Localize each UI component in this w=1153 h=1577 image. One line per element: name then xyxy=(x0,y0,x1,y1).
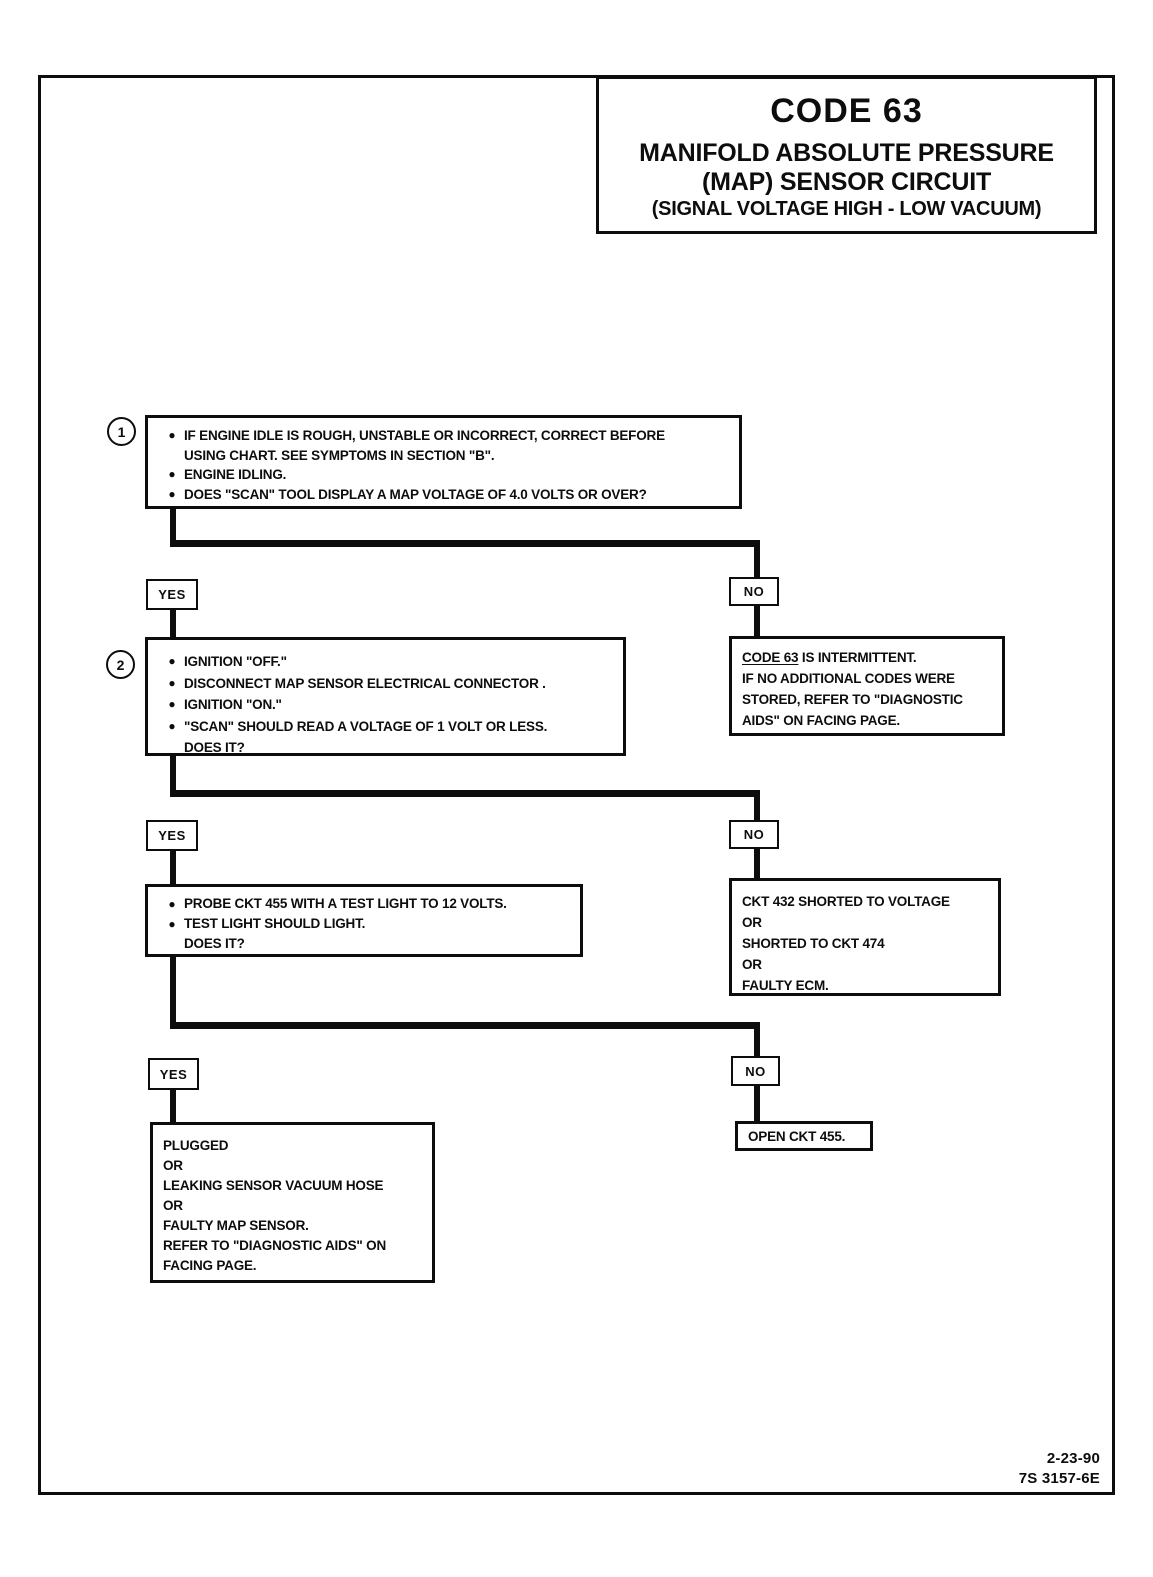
flow-connector xyxy=(754,1086,760,1121)
yes-label-2: YES xyxy=(146,820,198,851)
step-2-badge: 2 xyxy=(106,650,135,679)
yes-text: YES xyxy=(159,1066,188,1082)
instruction-line: PROBE CKT 455 WITH A TEST LIGHT TO 12 VO… xyxy=(184,896,507,911)
instruction-line: DISCONNECT MAP SENSOR ELECTRICAL CONNECT… xyxy=(184,675,546,691)
instruction-line: "SCAN" SHOULD READ A VOLTAGE OF 1 VOLT O… xyxy=(184,718,548,756)
title-block: CODE 63 MANIFOLD ABSOLUTE PRESSURE (MAP)… xyxy=(596,76,1097,234)
step-3-instructions-box: ● PROBE CKT 455 WITH A TEST LIGHT TO 12 … xyxy=(145,884,583,957)
page-border xyxy=(38,75,1115,1495)
page-footer: 2-23-90 7S 3157-6E xyxy=(850,1449,1100,1489)
yes-label-3: YES xyxy=(148,1058,199,1090)
result-line: REFER TO "DIAGNOSTIC AIDS" ON xyxy=(163,1238,387,1253)
instruction-row: ● IGNITION "ON." xyxy=(160,694,617,716)
instruction-row: ● PROBE CKT 455 WITH A TEST LIGHT TO 12 … xyxy=(160,894,574,914)
yes-text: YES xyxy=(158,828,186,843)
no-label-3: NO xyxy=(731,1056,780,1086)
footer-doc-number: 7S 3157-6E xyxy=(1018,1470,1100,1487)
bullet-icon: ● xyxy=(168,675,176,690)
instruction-row: ● IF ENGINE IDLE IS ROUGH, UNSTABLE OR I… xyxy=(160,426,733,465)
result-shorted-box: CKT 432 SHORTED TO VOLTAGE OR SHORTED TO… xyxy=(729,878,1001,996)
bullet-icon: ● xyxy=(168,697,176,711)
title-subtitle-1: MANIFOLD ABSOLUTE PRESSURE xyxy=(639,139,1054,167)
bullet-icon: ● xyxy=(168,486,176,501)
instruction-line: IGNITION "ON." xyxy=(184,697,282,712)
no-text: NO xyxy=(745,1063,766,1079)
bullet-icon: ● xyxy=(168,654,176,668)
no-text: NO xyxy=(743,584,765,599)
result-line: OR xyxy=(742,957,762,972)
flow-connector xyxy=(170,1022,760,1029)
instruction-row: ● IGNITION "OFF." xyxy=(160,651,617,673)
step-1-instructions-box: ● IF ENGINE IDLE IS ROUGH, UNSTABLE OR I… xyxy=(145,415,742,509)
flow-connector xyxy=(170,790,760,797)
flow-connector xyxy=(170,755,176,797)
instruction-row: ● "SCAN" SHOULD READ A VOLTAGE OF 1 VOLT… xyxy=(160,716,617,759)
step-2-instructions-box: ● IGNITION "OFF." ● DISCONNECT MAP SENSO… xyxy=(145,637,626,756)
result-plugged-box: PLUGGED OR LEAKING SENSOR VACUUM HOSE OR… xyxy=(150,1122,435,1283)
no-text: NO xyxy=(743,827,765,842)
instruction-row: ● DOES "SCAN" TOOL DISPLAY A MAP VOLTAGE… xyxy=(160,485,733,505)
result-line: CODE 63 IS INTERMITTENT. xyxy=(742,647,996,668)
no-label-2: NO xyxy=(729,820,779,849)
instruction-line: TEST LIGHT SHOULD LIGHT. DOES IT? xyxy=(184,916,366,951)
instruction-row: ● ENGINE IDLING. xyxy=(160,465,733,485)
footer-date: 2-23-90 xyxy=(1046,1450,1100,1467)
bullet-icon: ● xyxy=(168,897,176,911)
step-1-number: 1 xyxy=(117,423,126,440)
flow-connector xyxy=(170,956,176,1029)
result-line: FAULTY ECM. xyxy=(742,978,829,993)
bullet-icon: ● xyxy=(168,917,176,931)
result-line: OR xyxy=(742,915,762,930)
result-intermittent-box: CODE 63 IS INTERMITTENT. IF NO ADDITIONA… xyxy=(729,636,1005,736)
flow-connector xyxy=(170,851,176,884)
yes-label-1: YES xyxy=(146,579,198,610)
result-line: AIDS" ON FACING PAGE. xyxy=(742,713,900,728)
yes-text: YES xyxy=(158,587,186,602)
flow-connector xyxy=(754,1022,760,1058)
result-text: IS INTERMITTENT. xyxy=(798,650,917,665)
flow-connector xyxy=(754,790,760,822)
instruction-row: ● TEST LIGHT SHOULD LIGHT. DOES IT? xyxy=(160,914,574,954)
instruction-line: ENGINE IDLING. xyxy=(184,467,287,482)
instruction-line: IF ENGINE IDLE IS ROUGH, UNSTABLE OR INC… xyxy=(184,428,665,463)
flow-connector xyxy=(170,540,760,547)
no-label-1: NO xyxy=(729,577,779,606)
bullet-icon: ● xyxy=(168,467,176,481)
result-text: OPEN CKT 455. xyxy=(748,1128,846,1144)
result-line: CKT 432 SHORTED TO VOLTAGE xyxy=(742,894,950,909)
result-line: FAULTY MAP SENSOR. xyxy=(163,1218,309,1233)
code-reference: CODE 63 xyxy=(742,650,799,665)
result-open-circuit-box: OPEN CKT 455. xyxy=(735,1121,873,1151)
result-line: SHORTED TO CKT 474 xyxy=(742,936,885,951)
result-line: OR xyxy=(163,1198,183,1213)
result-line: PLUGGED xyxy=(163,1138,229,1153)
result-line: OR xyxy=(163,1158,183,1173)
flow-connector xyxy=(754,849,760,879)
step-1-badge: 1 xyxy=(107,417,136,446)
result-line: IF NO ADDITIONAL CODES WERE xyxy=(742,671,955,686)
instruction-line: IGNITION "OFF." xyxy=(184,654,287,669)
instruction-row: ● DISCONNECT MAP SENSOR ELECTRICAL CONNE… xyxy=(160,673,617,695)
bullet-icon: ● xyxy=(168,428,176,442)
bullet-icon: ● xyxy=(168,718,176,733)
result-line: FACING PAGE. xyxy=(163,1258,257,1273)
diagnostic-code-title: CODE 63 xyxy=(770,92,923,130)
title-subtitle-2: (MAP) SENSOR CIRCUIT xyxy=(701,168,992,196)
result-line: LEAKING SENSOR VACUUM HOSE xyxy=(163,1178,384,1193)
flow-connector xyxy=(754,540,760,579)
flow-connector xyxy=(754,606,760,636)
flow-connector xyxy=(170,610,176,638)
flow-connector xyxy=(170,507,176,547)
instruction-line: DOES "SCAN" TOOL DISPLAY A MAP VOLTAGE O… xyxy=(184,486,647,502)
flow-connector xyxy=(170,1090,176,1122)
result-line: STORED, REFER TO "DIAGNOSTIC xyxy=(742,692,963,707)
title-subtitle-3: (SIGNAL VOLTAGE HIGH - LOW VACUUM) xyxy=(651,198,1042,220)
step-2-number: 2 xyxy=(116,656,125,673)
